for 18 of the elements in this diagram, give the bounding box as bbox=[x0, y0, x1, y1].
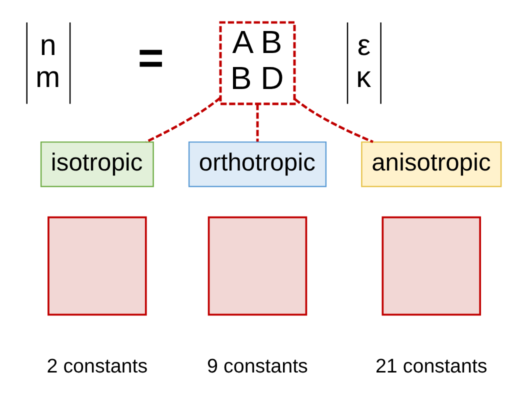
node-box: isotropic bbox=[40, 141, 154, 188]
node-box: A B B D bbox=[218, 21, 296, 106]
label: 2 constants bbox=[46, 355, 148, 378]
node-box bbox=[381, 216, 481, 316]
node-box: anisotropic bbox=[360, 141, 502, 188]
node-box: orthotropic bbox=[188, 141, 326, 188]
label: ε bbox=[356, 28, 370, 62]
node-box bbox=[47, 216, 146, 316]
label: = bbox=[137, 34, 164, 83]
connector bbox=[144, 96, 220, 144]
connector bbox=[256, 104, 258, 142]
node-box bbox=[207, 216, 307, 316]
label: 9 constants bbox=[206, 355, 308, 378]
label: n bbox=[39, 28, 56, 62]
connector bbox=[294, 98, 373, 144]
label: 21 constants bbox=[374, 355, 487, 378]
label: κ bbox=[356, 60, 370, 94]
label: m bbox=[35, 60, 60, 94]
